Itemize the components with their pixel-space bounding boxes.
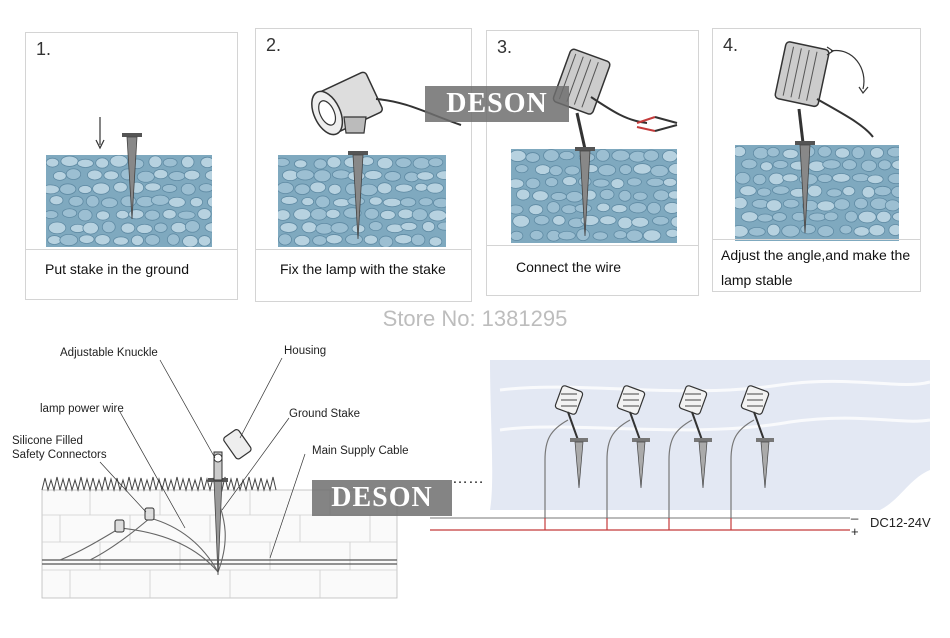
step-caption: Fix the lamp with the stake xyxy=(280,261,446,277)
step-card-4: 4. Adjust the angle,and make the lamp st… xyxy=(712,28,921,292)
lamp-unit xyxy=(668,385,712,530)
step-number: 4. xyxy=(723,35,739,55)
main-supply-cable xyxy=(42,559,397,565)
step-card-1: 1. Put stake in the ground xyxy=(25,32,238,300)
lamp-unit xyxy=(730,385,774,530)
label-adjustable-knuckle: Adjustable Knuckle xyxy=(60,347,158,359)
safety-connectors xyxy=(114,507,155,533)
terminal-plus: + xyxy=(851,524,859,539)
step-number: 3. xyxy=(497,37,513,57)
adjust-illustration xyxy=(774,41,874,234)
label-lamp-power-wire: lamp power wire xyxy=(40,403,124,415)
stone-ground xyxy=(511,149,677,243)
housing xyxy=(223,429,252,460)
voltage-label: DC12-24V xyxy=(870,515,931,530)
label-connectors-line2: Safety Connectors xyxy=(12,449,107,461)
step-number: 2. xyxy=(266,35,282,55)
lamp-unit xyxy=(606,385,650,530)
divider xyxy=(713,239,920,240)
label-connectors-line1: Silicone Filled xyxy=(12,435,83,447)
leader-lines xyxy=(99,357,306,559)
watermark-top: DESON xyxy=(425,86,569,122)
step-caption: Put stake in the ground xyxy=(45,261,189,277)
stone-ground xyxy=(735,145,899,241)
series-wiring-diagram xyxy=(430,360,931,531)
stone-ground xyxy=(278,155,446,247)
lamp-unit xyxy=(544,385,588,530)
grass xyxy=(41,476,277,492)
divider xyxy=(26,249,237,250)
stone-ground xyxy=(46,155,212,247)
step-caption-line1: Adjust the angle,and make the xyxy=(721,247,911,263)
watermark-bottom: DESON xyxy=(312,480,452,516)
wire-connect-illustration xyxy=(552,48,678,237)
label-ground-stake: Ground Stake xyxy=(289,408,360,420)
step-card-3: 3. Connect the wire xyxy=(486,30,699,296)
terminal-minus: _ xyxy=(851,505,859,520)
step-number: 1. xyxy=(36,39,52,59)
store-number: Store No: 1381295 xyxy=(382,306,568,331)
divider xyxy=(487,245,698,246)
step-caption: Connect the wire xyxy=(516,259,622,275)
label-main-supply-cable: Main Supply Cable xyxy=(312,445,409,457)
stake-illustration xyxy=(95,117,142,220)
lamp-illustration xyxy=(311,71,462,240)
step-card-2: 2. Fix the lamp with the stake xyxy=(255,28,472,302)
label-housing: Housing xyxy=(284,345,327,357)
divider xyxy=(256,249,471,250)
step-caption-line2: lamp stable xyxy=(721,272,793,288)
ellipsis: …… xyxy=(452,470,484,487)
lamp-power-wire xyxy=(59,499,226,573)
